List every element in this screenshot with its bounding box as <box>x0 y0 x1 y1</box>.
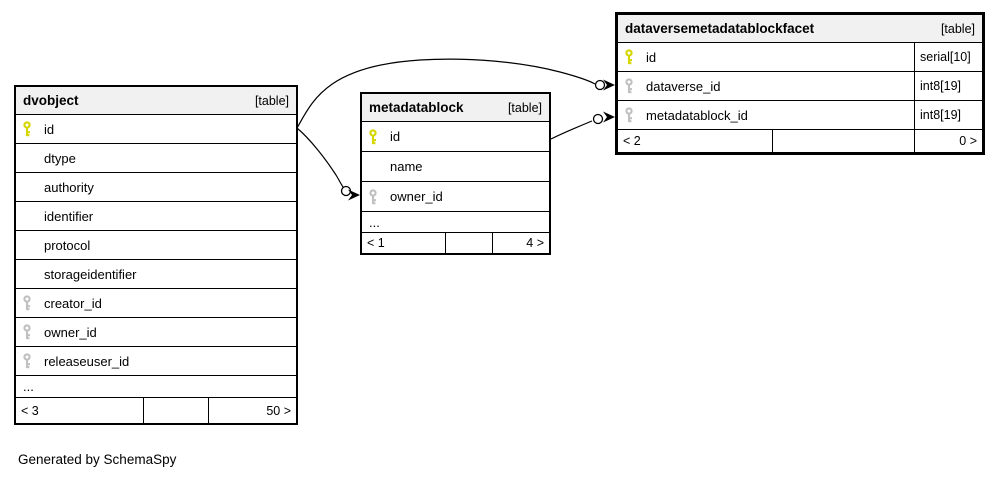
table-name: dvobject <box>23 93 79 108</box>
column-name: id <box>646 49 657 65</box>
key-icon <box>369 188 377 204</box>
column-row-releaseuser_id: releaseuser_id <box>16 347 296 376</box>
key-icon <box>625 78 633 94</box>
foreign-key-cell <box>16 347 38 375</box>
zero-cardinality-circle <box>594 79 606 91</box>
column-row-metadatablock_id: metadatablock_id int8[19] <box>618 101 982 130</box>
foreign-key-cell <box>618 72 640 100</box>
column-type: int8[19] <box>914 101 982 129</box>
arrowhead <box>603 111 615 123</box>
key-icon <box>23 121 31 137</box>
arrowhead <box>348 189 360 201</box>
column-name: dataverse_id <box>646 78 721 94</box>
column-name: dtype <box>44 150 76 166</box>
key-icon <box>23 295 31 311</box>
column-row-creator_id: creator_id <box>16 289 296 318</box>
relationship-dvobject-to-metadatablock-owner-id <box>296 127 344 188</box>
footer-right-count: 50 > <box>208 398 296 423</box>
footer-right-count: 0 > <box>914 130 982 152</box>
key-cell <box>16 144 38 172</box>
table-metadatablock-footer: < 1 4 > <box>362 233 549 253</box>
column-name: id <box>390 129 401 144</box>
column-name: storageidentifier <box>44 266 137 282</box>
key-cell <box>16 231 38 259</box>
table-facet-footer: < 2 0 > <box>618 130 982 152</box>
footer-middle <box>143 398 208 423</box>
column-name: releaseuser_id <box>44 353 130 369</box>
key-cell <box>16 202 38 230</box>
table-dvobject-columns: id dtype authority identifier protocol storag… <box>16 115 296 398</box>
column-row-owner_id: owner_id <box>16 318 296 347</box>
column-name: ... <box>23 379 34 394</box>
more-columns-row: ... <box>16 376 296 398</box>
primary-key-cell <box>16 115 38 143</box>
zero-cardinality-circle <box>340 185 352 197</box>
footer-middle <box>445 233 492 253</box>
column-type: serial[10] <box>914 43 982 71</box>
column-name: authority <box>44 179 94 195</box>
more-columns-row: ... <box>362 212 549 233</box>
foreign-key-cell <box>16 318 38 346</box>
key-icon <box>23 324 31 340</box>
column-row-storageidentifier: storageidentifier <box>16 260 296 289</box>
foreign-key-cell <box>618 101 640 129</box>
table-badge: [table] <box>254 93 289 108</box>
key-icon <box>625 107 633 123</box>
primary-key-cell <box>362 122 384 151</box>
footer-middle <box>772 130 914 152</box>
column-name: owner_id <box>44 324 97 340</box>
foreign-key-cell <box>16 289 38 317</box>
column-name: identifier <box>44 208 94 224</box>
footer-left-count: < 2 <box>623 134 641 148</box>
table-badge: [table] <box>940 21 975 36</box>
primary-key-cell <box>618 43 640 71</box>
relationship-metadatablock-to-facet-metadatablock-id <box>550 120 593 140</box>
table-dataversemetadatablockfacet: dataversemetadatablockfacet [table] id se… <box>615 12 985 155</box>
column-row-dtype: dtype <box>16 144 296 173</box>
column-name: creator_id <box>44 295 102 311</box>
table-dvobject-footer: < 3 50 > <box>16 398 296 423</box>
column-row-id: id serial[10] <box>618 43 982 72</box>
table-facet-header[interactable]: dataversemetadatablockfacet [table] <box>618 15 982 43</box>
column-row-protocol: protocol <box>16 231 296 260</box>
foreign-key-cell <box>362 182 384 211</box>
key-icon <box>23 353 31 369</box>
column-row-identifier: identifier <box>16 202 296 231</box>
column-row-dataverse_id: dataverse_id int8[19] <box>618 72 982 101</box>
column-row-id: id <box>16 115 296 144</box>
footer-left-count: < 3 <box>21 403 39 418</box>
column-name: ... <box>369 214 380 230</box>
footer-right-count: 4 > <box>492 233 549 253</box>
column-row-id: id <box>362 122 549 152</box>
column-type: int8[19] <box>914 72 982 100</box>
footer-left-count: < 1 <box>367 236 385 250</box>
arrowhead <box>603 79 615 91</box>
table-metadatablock-columns: id name owner_id... <box>362 122 549 233</box>
key-cell <box>16 173 38 201</box>
column-name: metadatablock_id <box>646 107 748 123</box>
table-metadatablock-header[interactable]: metadatablock [table] <box>362 94 549 122</box>
table-name: dataversemetadatablockfacet <box>625 21 815 36</box>
column-row-authority: authority <box>16 173 296 202</box>
column-name: protocol <box>44 237 91 253</box>
column-row-name: name <box>362 152 549 182</box>
column-name: id <box>44 121 55 137</box>
key-cell <box>362 152 384 181</box>
zero-cardinality-circle <box>592 113 604 125</box>
column-name: name <box>390 159 423 174</box>
table-dvobject: dvobject [table] id dtype authority identif… <box>14 85 298 425</box>
key-cell <box>16 260 38 288</box>
column-name: owner_id <box>390 189 443 204</box>
key-icon <box>369 128 377 144</box>
column-row-owner_id: owner_id <box>362 182 549 212</box>
table-badge: [table] <box>507 100 542 115</box>
table-name: metadatablock <box>369 100 464 115</box>
generated-by-note: Generated by SchemaSpy <box>18 452 177 467</box>
table-dvobject-header[interactable]: dvobject [table] <box>16 87 296 115</box>
key-icon <box>625 49 633 65</box>
